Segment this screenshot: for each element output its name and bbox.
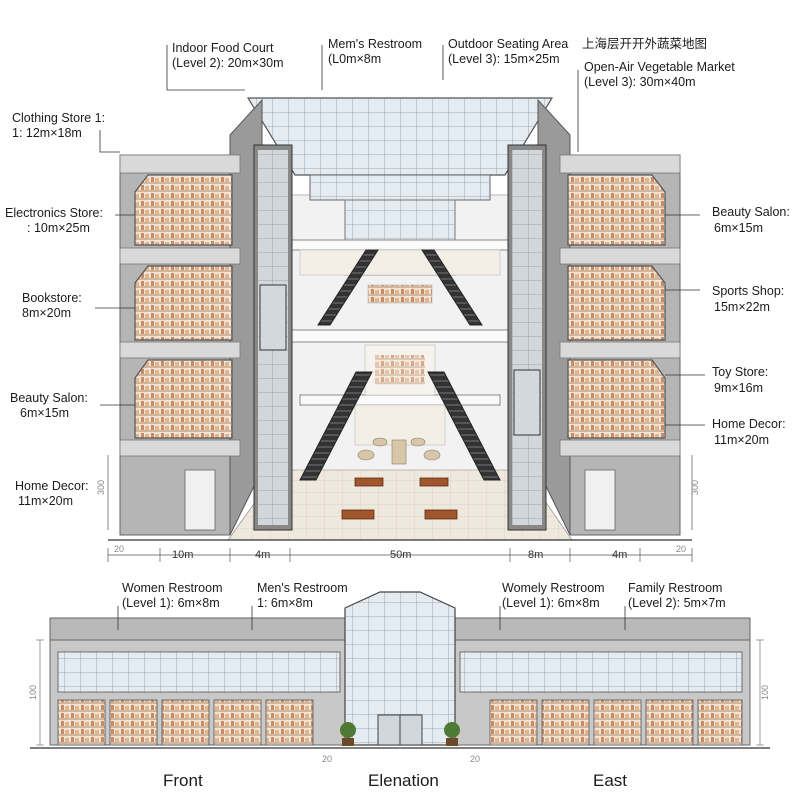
svg-text:Women Restroom: Women Restroom	[122, 581, 223, 595]
right-shop-level-1	[567, 359, 666, 439]
svg-text:8m×20m: 8m×20m	[22, 306, 71, 320]
svg-text:15m×22m: 15m×22m	[714, 300, 770, 314]
svg-text:11m×20m: 11m×20m	[714, 433, 769, 447]
svg-text:11m×20m: 11m×20m	[18, 494, 73, 508]
caption-east: East	[593, 771, 627, 790]
label-toy-store: Toy Store: 9m×16m	[712, 365, 768, 395]
elevation-dimensions	[36, 639, 764, 746]
svg-text:(Level 2): 20m×30m: (Level 2): 20m×30m	[172, 56, 284, 70]
label-food-court: Indoor Food Court (Level 2): 20m×30m	[172, 41, 284, 70]
elev-dim-left: 100	[28, 685, 38, 700]
svg-text:(Level 2): 5m×7m: (Level 2): 5m×7m	[628, 596, 726, 610]
label-women-restroom-right: Womely Restroom (Level 1): 6m×8m	[502, 581, 605, 610]
svg-text:Outdoor Seating Area: Outdoor Seating Area	[448, 37, 568, 51]
svg-text:Womely Restroom: Womely Restroom	[502, 581, 605, 595]
svg-text:9m×16m: 9m×16m	[714, 381, 763, 395]
svg-text:(Level 1): 6m×8m: (Level 1): 6m×8m	[502, 596, 600, 610]
section-dimensions	[107, 455, 693, 562]
label-mens-restroom-top: Mem's Restroom (L0m×8m	[328, 37, 422, 66]
svg-text:Men's Restroom: Men's Restroom	[257, 581, 348, 595]
dim-right-height: 300	[690, 480, 700, 495]
label-home-decor-right: Home Decor: 11m×20m	[712, 417, 786, 447]
svg-text:(Level 1): 6m×8m: (Level 1): 6m×8m	[122, 596, 220, 610]
caption-front: Front	[163, 771, 203, 790]
svg-text:Beauty Salon:: Beauty Salon:	[712, 205, 790, 219]
right-storefronts	[459, 651, 743, 746]
section-view	[108, 97, 692, 541]
svg-text:6m×15m: 6m×15m	[20, 406, 69, 420]
label-vegetable-market: Open-Air Vegetable Market (Level 3): 30m…	[584, 60, 735, 89]
svg-text:Mem's Restroom: Mem's Restroom	[328, 37, 422, 51]
svg-text:(Level 3): 30m×40m: (Level 3): 30m×40m	[584, 75, 696, 89]
elevator-car-right	[513, 369, 541, 436]
svg-text:Toy Store:: Toy Store:	[712, 365, 768, 379]
dim-right-gap: 8m	[528, 549, 543, 561]
skylight-roof	[246, 97, 554, 176]
label-family-restroom: Family Restroom (Level 2): 5m×7m	[628, 581, 726, 610]
elev-dim-bottom-left: 20	[322, 754, 332, 764]
benches	[341, 477, 458, 520]
left-wing	[119, 98, 293, 536]
svg-text:Bookstore:: Bookstore:	[22, 291, 82, 305]
left-shop-level-3	[134, 174, 233, 246]
svg-text:(L0m×8m: (L0m×8m	[328, 52, 381, 66]
left-shop-level-1	[134, 359, 233, 439]
svg-text:: 10m×25m: : 10m×25m	[27, 221, 90, 235]
dim-left-small: 20	[114, 544, 124, 554]
caption-elevation: Elenation	[368, 771, 439, 790]
dim-left-width: 10m	[172, 549, 193, 561]
svg-text:(Level 3): 15m×25m: (Level 3): 15m×25m	[448, 52, 560, 66]
svg-text:Home Decor:: Home Decor:	[712, 417, 786, 431]
svg-text:Electronics Store:: Electronics Store:	[5, 206, 103, 220]
front-elevation	[30, 591, 770, 749]
label-sports-shop: Sports Shop: 15m×22m	[712, 284, 784, 314]
label-outdoor-seating: Outdoor Seating Area (Level 3): 15m×25m	[448, 37, 568, 66]
label-mens-restroom-bottom: Men's Restroom 1: 6m×8m	[257, 581, 348, 610]
svg-text:1: 12m×18m: 1: 12m×18m	[12, 126, 82, 140]
right-shop-level-3	[567, 174, 666, 246]
label-electronics-store: Electronics Store: : 10m×25m	[5, 206, 103, 235]
svg-text:Beauty Salon:: Beauty Salon:	[10, 391, 88, 405]
svg-text:Open-Air Vegetable Market: Open-Air Vegetable Market	[584, 60, 735, 74]
label-women-restroom-left: Women Restroom (Level 1): 6m×8m	[122, 581, 223, 610]
svg-text:Sports Shop:: Sports Shop:	[712, 284, 784, 298]
dim-right-small: 20	[676, 544, 686, 554]
elev-dim-right: 100	[760, 685, 770, 700]
elevator-car-left	[259, 284, 287, 351]
label-clothing-store: Clothing Store 1: 1: 12m×18m	[12, 111, 105, 140]
svg-text:Family Restroom: Family Restroom	[628, 581, 722, 595]
right-wing	[507, 98, 681, 536]
svg-text:Clothing Store 1:: Clothing Store 1:	[12, 111, 105, 125]
dim-center: 50m	[390, 549, 411, 561]
leader-lines	[95, 45, 705, 630]
svg-text:Home Decor:: Home Decor:	[15, 479, 89, 493]
svg-text:6m×15m: 6m×15m	[714, 221, 763, 235]
label-home-decor-left: Home Decor: 11m×20m	[15, 479, 89, 508]
label-beauty-salon-left: Beauty Salon: 6m×15m	[10, 391, 88, 420]
svg-text:Indoor Food Court: Indoor Food Court	[172, 41, 274, 55]
escalators	[299, 249, 501, 481]
planters	[357, 437, 441, 465]
svg-text:1: 6m×8m: 1: 6m×8m	[257, 596, 313, 610]
label-beauty-salon-right: Beauty Salon: 6m×15m	[712, 205, 790, 235]
dim-left-height: 300	[96, 480, 106, 495]
elev-dim-bottom-right: 20	[470, 754, 480, 764]
label-bookstore: Bookstore: 8m×20m	[22, 291, 82, 320]
chinese-title: 上海层开开外蔬菜地图	[582, 36, 707, 51]
left-storefronts	[57, 651, 341, 746]
right-shop-level-2	[567, 265, 666, 341]
dim-left-gap: 4m	[255, 549, 270, 561]
dim-right-width: 4m	[612, 549, 627, 561]
left-shop-level-2	[134, 265, 233, 341]
